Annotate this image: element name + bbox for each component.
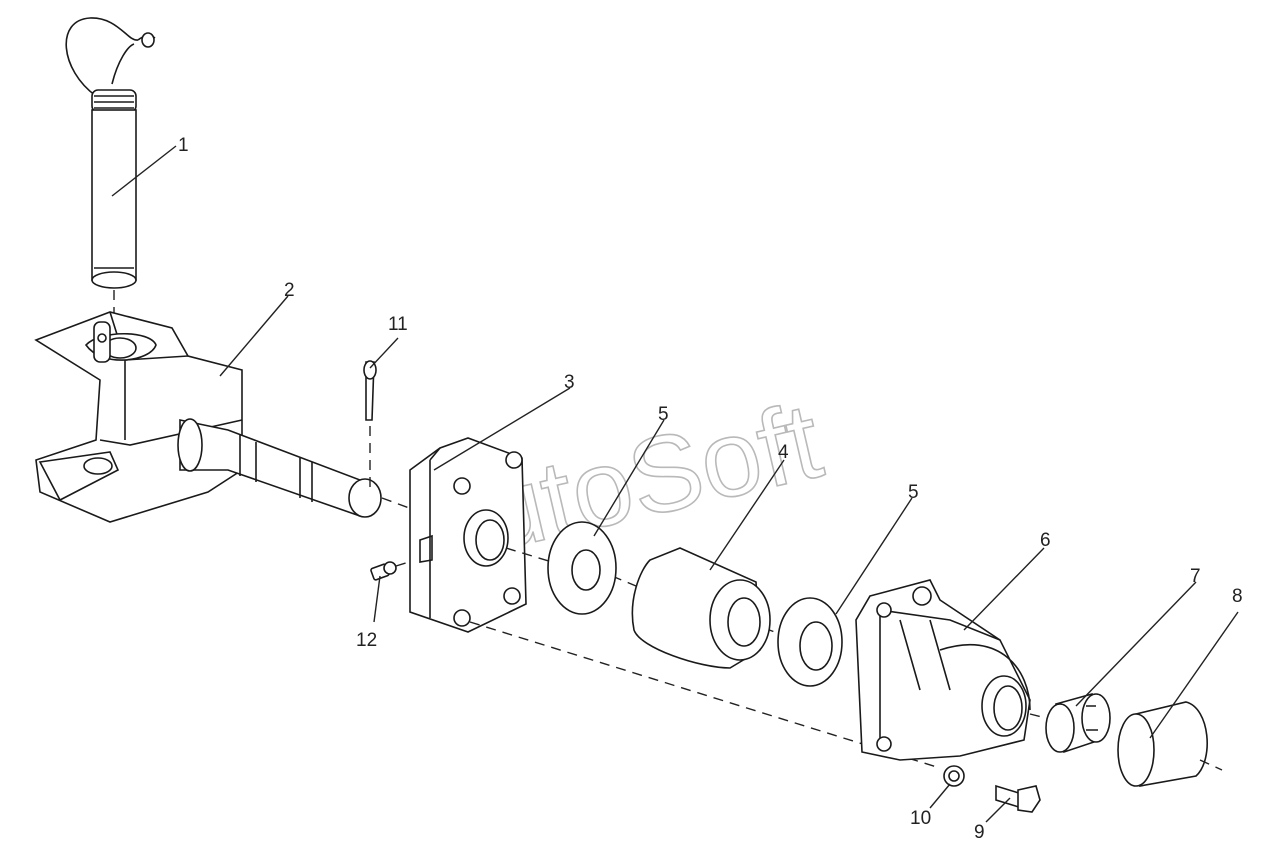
callout-leaders	[111, 145, 1239, 823]
callout-8: 8	[1232, 586, 1243, 607]
callout-11: 11	[388, 314, 408, 335]
callout-6: 6	[1040, 530, 1051, 551]
part-12-grease-fitting	[370, 557, 423, 581]
part-7-castle-nut	[1029, 692, 1111, 754]
callout-3: 3	[564, 372, 575, 393]
callout-10: 10	[910, 808, 931, 829]
callout-2: 2	[284, 280, 295, 301]
part-3-flange-plate	[409, 437, 527, 633]
part-4-bushing	[631, 547, 771, 669]
part-2-knuckle	[34, 311, 421, 523]
part-9-bolt	[995, 784, 1041, 813]
callout-9: 9	[974, 822, 985, 843]
callout-7: 7	[1190, 566, 1201, 587]
callout-4: 4	[778, 442, 789, 463]
callout-1: 1	[178, 135, 189, 156]
part-10-lock-washer	[943, 765, 965, 787]
callout-5-left: 5	[658, 404, 669, 425]
callout-12: 12	[356, 630, 377, 651]
part-5-washer-right	[777, 597, 843, 687]
part-5-washer-left	[547, 521, 617, 615]
callout-5-right: 5	[908, 482, 919, 503]
part-1-pin	[65, 17, 156, 318]
part-6-hub-housing	[855, 579, 1031, 761]
part-8-hub-cap	[1117, 701, 1223, 787]
part-11-cotter-pin	[363, 360, 377, 492]
